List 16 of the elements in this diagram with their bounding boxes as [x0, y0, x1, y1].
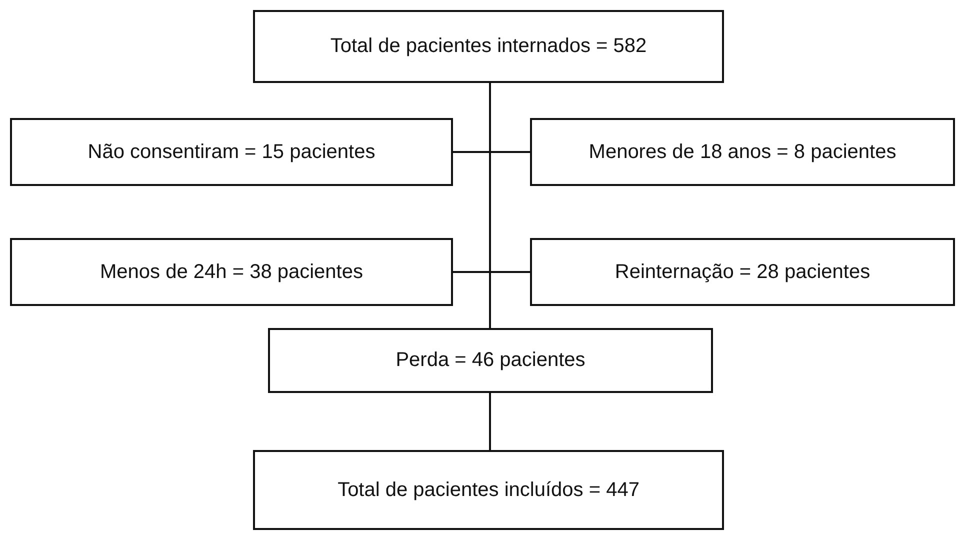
- box-text: Reinternação = 28 pacientes: [614, 260, 870, 284]
- box-text: Menores de 18 anos = 8 pacientes: [588, 140, 896, 164]
- box-text: Não consentiram = 15 pacientes: [88, 140, 376, 164]
- connector-line: [489, 83, 491, 328]
- connector-line: [489, 393, 491, 450]
- process-box: [10, 238, 453, 306]
- process-box: [253, 10, 724, 83]
- process-box: [530, 238, 955, 306]
- box-text: Total de pacientes incluídos = 447: [338, 478, 640, 502]
- box-text: Perda = 46 pacientes: [396, 349, 586, 372]
- process-box: [10, 118, 453, 186]
- box-text: Total de pacientes internados = 582: [330, 35, 647, 58]
- process-box: [268, 328, 713, 393]
- box-text: Menos de 24h = 38 pacientes: [100, 260, 363, 284]
- process-box: [530, 118, 955, 186]
- process-box: [253, 450, 724, 530]
